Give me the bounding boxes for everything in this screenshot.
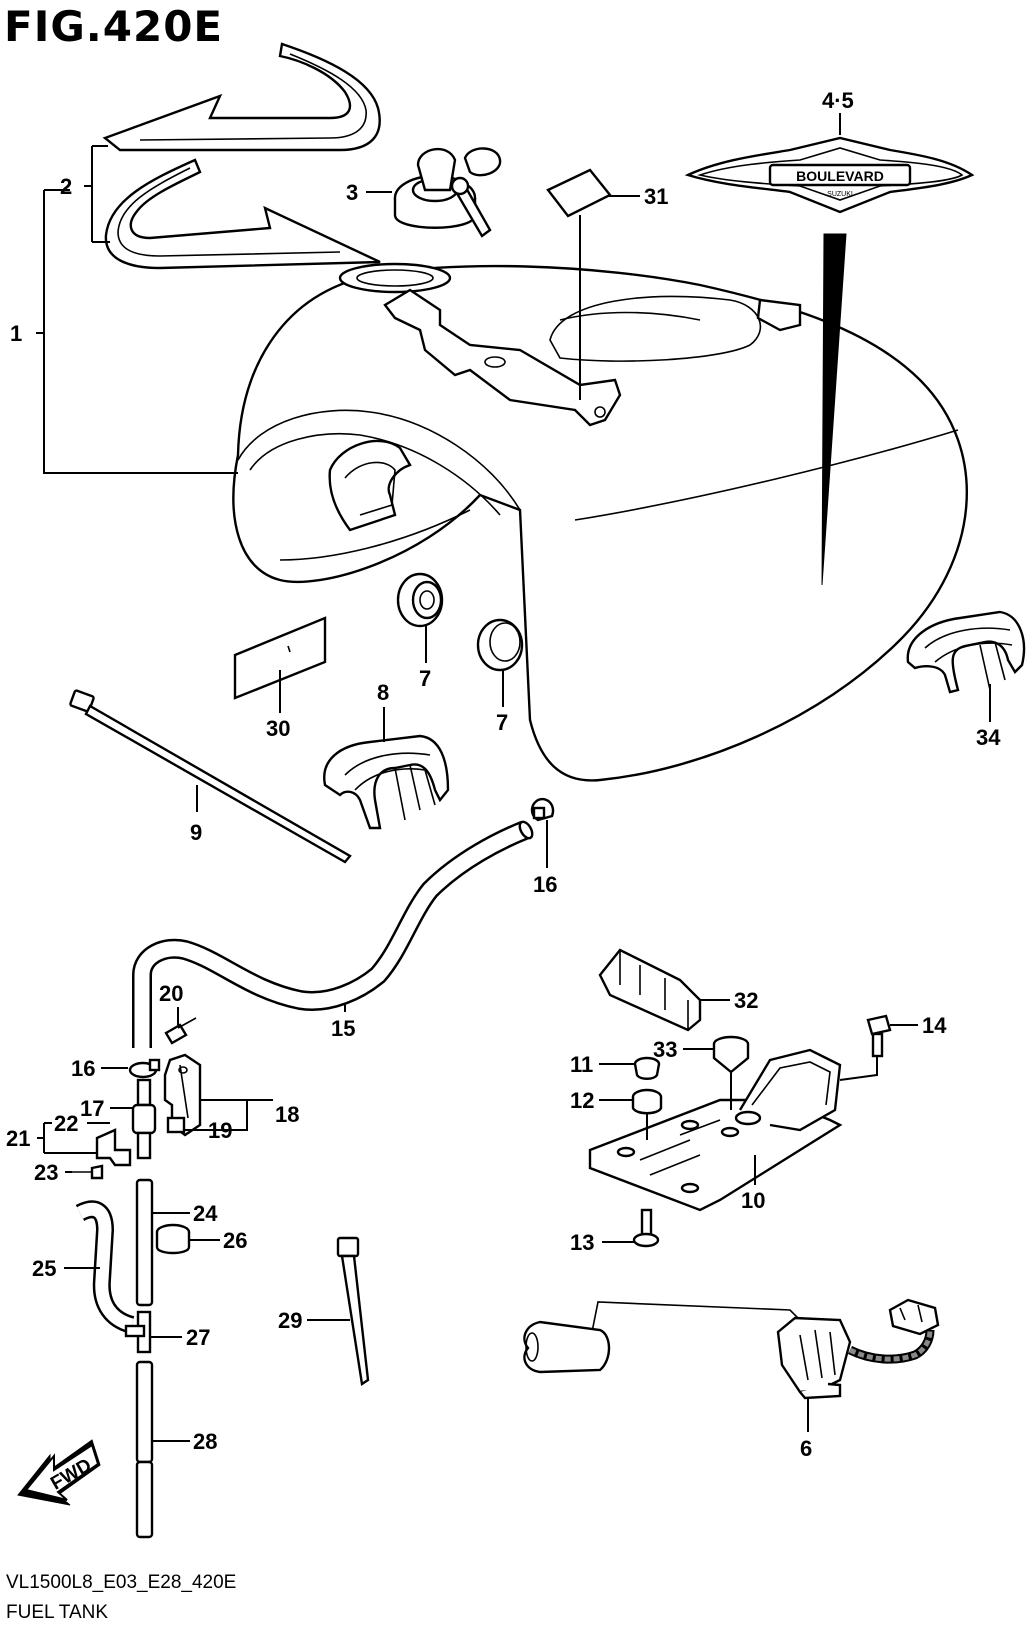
leader-lines (36, 113, 991, 1442)
callout-13: 13 (570, 1230, 594, 1255)
tank-stripe-upper (102, 42, 381, 152)
callout-labels: 1 2 3 4·5 31 7 7 30 8 34 9 16 15 20 16 1… (6, 88, 1001, 1461)
figure-code: VL1500L8_E03_E28_420E (6, 1572, 237, 1593)
callout-7a: 7 (419, 666, 431, 691)
hose-24 (135, 1178, 154, 1307)
cap-26 (155, 1223, 191, 1255)
fwd-arrow-icon: FWD (17, 1439, 101, 1506)
fuel-cap (393, 147, 502, 238)
callout-33: 33 (653, 1037, 677, 1062)
callout-19: 19 (208, 1118, 232, 1143)
callout-7b: 7 (496, 710, 508, 735)
screw-20 (164, 1017, 197, 1045)
callout-24: 24 (193, 1201, 218, 1226)
callout-18: 18 (275, 1102, 299, 1127)
clip-22 (95, 1128, 132, 1167)
callout-25: 25 (32, 1256, 56, 1281)
hose-clamp-16a (530, 797, 555, 822)
callout-2: 2 (60, 174, 72, 199)
fuel-level-gauge-6 (523, 1298, 940, 1400)
cable-tie-9 (69, 689, 352, 864)
cable-tie-29 (336, 1236, 370, 1387)
callout-12: 12 (570, 1088, 594, 1113)
fuel-tank (232, 262, 969, 782)
callout-8: 8 (377, 680, 389, 705)
figure-name: FUEL TANK (6, 1602, 109, 1623)
callout-16a: 16 (533, 872, 557, 897)
callout-10: 10 (741, 1188, 765, 1213)
cushion-32 (598, 948, 702, 1032)
emblem-main-text: BOULEVARD (796, 168, 884, 184)
t-joint-27 (124, 1310, 152, 1354)
grommet-7a (396, 572, 444, 628)
emblem-guide-spike (821, 233, 847, 586)
grommet-7b (476, 618, 524, 672)
callout-27: 27 (186, 1325, 210, 1350)
bolt-14 (866, 1014, 892, 1058)
cushion-34 (906, 610, 1026, 694)
callout-28: 28 (193, 1429, 217, 1454)
callout-3: 3 (346, 180, 358, 205)
tank-stripe-lower (104, 158, 381, 270)
label-30 (233, 616, 327, 700)
cushion-33 (712, 1035, 750, 1074)
callout-6: 6 (800, 1436, 812, 1461)
cushion-8 (323, 734, 450, 830)
hose-28 (135, 1360, 154, 1539)
callout-31: 31 (644, 184, 668, 209)
callout-23: 23 (34, 1160, 58, 1185)
label-31 (546, 168, 612, 218)
callout-32: 32 (734, 988, 758, 1013)
valve-bracket-18 (163, 1053, 202, 1137)
callout-34: 34 (976, 725, 1001, 750)
screw-23 (72, 1164, 104, 1180)
callout-21: 21 (6, 1126, 30, 1151)
callout-20: 20 (159, 981, 183, 1006)
figure-title: FIG.420E (4, 2, 224, 51)
hose-clamp-16b (128, 1058, 161, 1079)
hose-25 (75, 1200, 135, 1334)
callout-1: 1 (10, 321, 22, 346)
callout-9: 9 (190, 820, 202, 845)
callout-26: 26 (223, 1228, 247, 1253)
callout-16b: 16 (71, 1056, 95, 1081)
emblem-sub-text: SUZUKI (827, 191, 853, 198)
callout-17: 17 (80, 1096, 104, 1121)
callout-15: 15 (331, 1016, 355, 1041)
callout-11: 11 (570, 1052, 593, 1077)
breather-hose-15 (132, 820, 534, 1048)
callout-29: 29 (278, 1308, 302, 1333)
callout-14: 14 (922, 1013, 947, 1038)
grommet-12 (631, 1088, 663, 1115)
bracket-plate-10 (588, 1048, 843, 1212)
bolt-13 (632, 1208, 660, 1248)
valve-17 (131, 1078, 157, 1160)
callout-30: 30 (266, 716, 290, 741)
callout-4-5: 4·5 (822, 88, 854, 113)
callout-22: 22 (54, 1111, 78, 1136)
boulevard-emblem: BOULEVARD SUZUKI (684, 136, 975, 214)
